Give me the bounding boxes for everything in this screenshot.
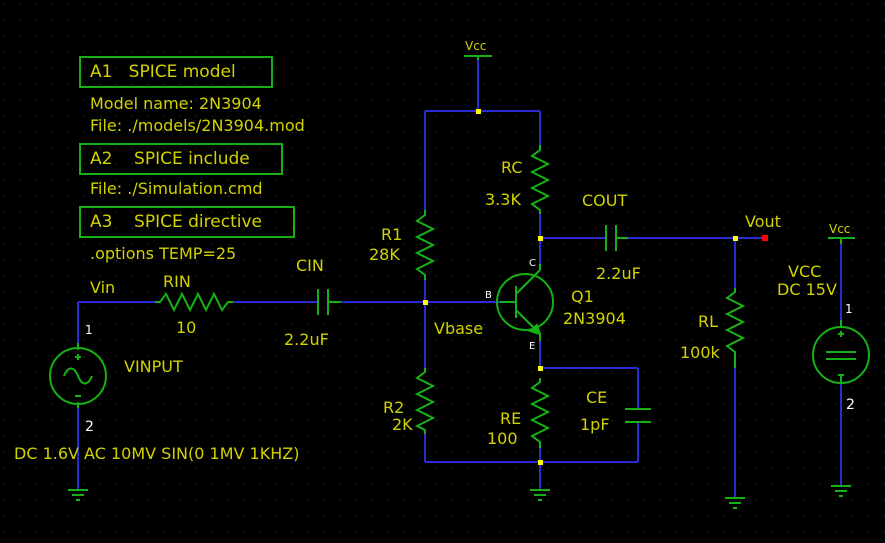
vinput-pin1-label: 1 (85, 323, 93, 337)
junction-dot (538, 236, 543, 241)
r1-value-label: 28K (369, 245, 400, 264)
rl-value-label: 100k (680, 343, 720, 362)
net-label-vcc-top: Vcc (465, 39, 487, 53)
include-file-text: File: ./Simulation.cmd (90, 179, 263, 198)
cin-name-label: CIN (296, 256, 324, 275)
spice-include-block[interactable]: A2 SPICE include (79, 143, 283, 175)
junction-dot (476, 109, 481, 114)
spice-model-block[interactable]: A1 SPICE model (79, 56, 273, 88)
ground-emitter (530, 489, 550, 501)
resistor-rl[interactable] (724, 288, 746, 368)
cout-name-label: COUT (582, 191, 628, 210)
junction-dot (538, 460, 543, 465)
net-label-vcc-right: Vcc (829, 222, 851, 236)
net-label-vbase: Vbase (434, 319, 484, 338)
cout-value-label: 2.2uF (596, 264, 641, 283)
q1-pin-c-label: C (529, 258, 536, 269)
ce-name-label: CE (586, 388, 608, 407)
vcc-pin2-label: 2 (846, 397, 855, 413)
capacitor-cin[interactable] (317, 289, 341, 315)
junction-dot (733, 236, 738, 241)
r2-name-label: R2 (383, 398, 405, 417)
q1-model-label: 2N3904 (563, 309, 626, 328)
vout-probe-marker[interactable] (762, 235, 768, 241)
vinput-name-label: VINPUT (124, 357, 183, 376)
resistor-r1[interactable] (414, 210, 436, 280)
resistor-rc[interactable] (529, 145, 551, 214)
r1-name-label: R1 (381, 225, 403, 244)
ground-vcc (831, 485, 851, 497)
vcc-right-supply-symbol (828, 237, 855, 244)
resistor-r2[interactable] (414, 368, 436, 434)
rin-name-label: RIN (163, 272, 191, 291)
q1-name-label: Q1 (571, 287, 594, 306)
rc-value-label: 3.3K (485, 190, 521, 209)
resistor-re[interactable] (529, 378, 551, 448)
vinput-pin2-label: 2 (85, 419, 94, 435)
q1-pin-b-label: B (485, 290, 492, 301)
junction-dot (538, 366, 543, 371)
ground-rl (725, 497, 745, 509)
model-name-text: Model name: 2N3904 (90, 94, 262, 113)
vinput-source[interactable] (49, 343, 107, 408)
rc-name-label: RC (501, 158, 523, 177)
directive-text: .options TEMP=25 (90, 244, 237, 263)
vcc-top-supply-symbol (464, 55, 492, 60)
junction-dot (423, 300, 428, 305)
rin-value-label: 10 (176, 318, 197, 337)
q1-pin-e-label: E (529, 341, 536, 352)
transistor-q1[interactable] (496, 264, 554, 341)
vcc-dc-source[interactable] (812, 320, 870, 384)
re-name-label: RE (500, 409, 522, 428)
vcc-pin1-label: 1 (845, 302, 853, 316)
vinput-spec-label: DC 1.6V AC 10MV SIN(0 1MV 1KHZ) (14, 444, 300, 463)
cin-value-label: 2.2uF (284, 330, 329, 349)
capacitor-cout[interactable] (605, 225, 628, 251)
model-file-text: File: ./models/2N3904.mod (90, 116, 305, 135)
net-label-vout: Vout (745, 212, 781, 231)
ce-value-label: 1pF (580, 415, 610, 434)
r2-value-label: 2K (392, 415, 413, 434)
vcc-value-label: DC 15V (777, 280, 837, 299)
resistor-rin[interactable] (155, 291, 233, 313)
vcc-name-label: VCC (788, 262, 822, 281)
net-label-vin: Vin (90, 278, 116, 297)
capacitor-ce[interactable] (625, 408, 651, 423)
re-value-label: 100 (487, 429, 518, 448)
rl-name-label: RL (698, 312, 719, 331)
spice-directive-block[interactable]: A3 SPICE directive (79, 206, 295, 238)
ground-vinput (68, 489, 88, 501)
